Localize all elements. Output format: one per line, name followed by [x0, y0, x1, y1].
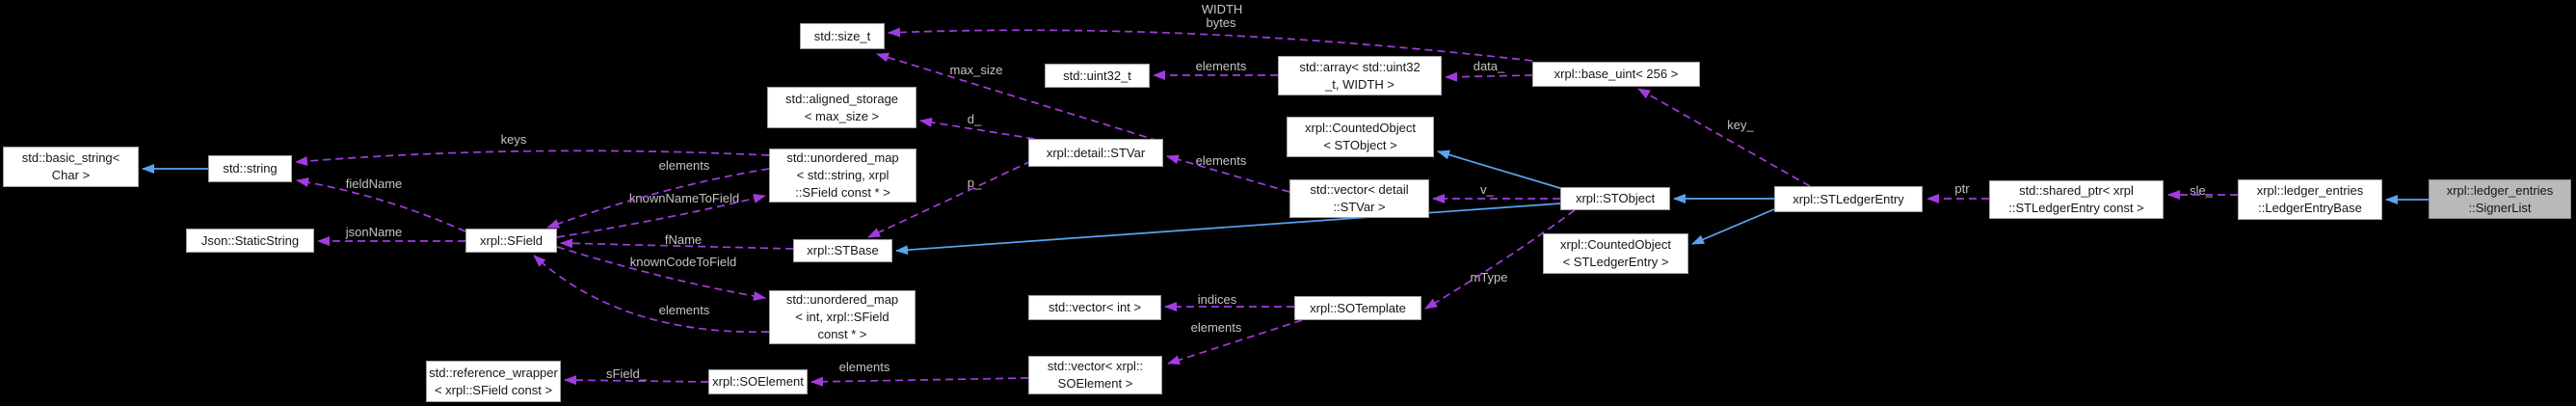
node-xrpl-soelement[interactable]: xrpl::SOElement — [708, 369, 808, 394]
edge-xrpl-sfield-to-std-string — [296, 177, 466, 232]
node-label-line: < STLedgerEntry > — [1562, 255, 1669, 269]
node-counted-stledgerentry[interactable]: xrpl::CountedObject< STLedgerEntry > — [1543, 233, 1688, 274]
edge-xrpl-stledgerentry-to-xrpl-base-uint — [1637, 88, 1811, 187]
node-umap-string-sfield[interactable]: std::unordered_map< std::string, xrpl::S… — [769, 149, 916, 203]
node-label-line: std::unordered_map — [786, 150, 899, 165]
node-label-line: const * > — [817, 327, 867, 341]
node-std-vector-soelement[interactable]: std::vector< xrpl::SOElement > — [1028, 356, 1162, 394]
node-label-line: ::STLedgerEntry const > — [2008, 201, 2144, 215]
node-std-vector-stvar[interactable]: std::vector< detail::STVar > — [1289, 179, 1429, 218]
node-label-line: std::shared_ptr< xrpl — [2019, 183, 2134, 198]
node-xrpl-base-uint[interactable]: xrpl::base_uint< 256 > — [1532, 62, 1700, 87]
node-label-line: Char > — [51, 168, 91, 182]
node-label-line: std::array< std::uint32 — [1299, 59, 1421, 74]
edge-xrpl-sfield-to-umap-string-sfield — [556, 193, 766, 238]
node-label-line: std::unordered_map — [785, 292, 899, 307]
node-label-line: Json::StaticString — [200, 232, 300, 248]
edge-xrpl-stbase-to-xrpl-sfield — [560, 238, 794, 250]
edge-xrpl-sotemplate-to-std-vector-soelement — [1167, 319, 1303, 365]
node-label-line: xrpl::STObject — [1575, 191, 1656, 205]
node-std-aligned-storage[interactable]: std::aligned_storage< max_size > — [767, 87, 916, 128]
edge-xrpl-stobject-to-xrpl-sotemplate — [1424, 209, 1576, 310]
node-label-line: std::basic_string< — [21, 150, 120, 165]
node-label-line: < int, xrpl::SField — [795, 310, 890, 324]
node-label-line: std::vector< xrpl:: — [1047, 359, 1144, 373]
node-label-line: < STObject > — [1323, 138, 1397, 152]
edge-umap-int-sfield-to-xrpl-sfield — [533, 255, 770, 334]
node-label-line: std::vector< int > — [1048, 300, 1142, 314]
node-label-line: xrpl::STBase — [807, 243, 879, 257]
node-std-vector-int[interactable]: std::vector< int > — [1028, 295, 1161, 320]
node-label-line: ::SignerList — [2468, 200, 2532, 215]
node-std-array-uint32[interactable]: std::array< std::uint32_t, WIDTH > — [1278, 56, 1442, 95]
node-label-line: std::size_t — [813, 28, 871, 43]
node-label-line: std::aligned_storage — [784, 91, 899, 106]
node-label-line: xrpl::CountedObject — [1305, 121, 1416, 135]
node-label-line: xrpl::SOElement — [712, 374, 804, 389]
node-label-line: xrpl::CountedObject — [1560, 237, 1671, 252]
edge-xrpl-soelement-to-ref-wrapper-sfield — [564, 375, 709, 386]
node-xrpl-sfield[interactable]: xrpl::SField — [465, 229, 557, 253]
edge-xrpl-stobject-to-xrpl-stbase — [895, 203, 1561, 256]
node-label-line: _t, WIDTH > — [1325, 76, 1394, 92]
node-ref-wrapper-sfield[interactable]: std::reference_wrapper< xrpl::SField con… — [426, 361, 561, 402]
node-xrpl-stobject[interactable]: xrpl::STObject — [1560, 187, 1670, 210]
edge-std-vector-soelement-to-xrpl-soelement — [810, 376, 1029, 387]
node-label-line: xrpl::ledger_entries — [2256, 183, 2364, 198]
node-label-line: ::STVar > — [1333, 200, 1386, 214]
edge-xrpl-detail-stvar-to-xrpl-stbase — [867, 160, 1032, 238]
edge-umap-string-sfield-to-xrpl-sfield — [546, 168, 770, 229]
node-label-line: < max_size > — [804, 108, 880, 123]
node-label-line: xrpl::base_uint< 256 > — [1554, 67, 1679, 81]
node-xrpl-stledgerentry[interactable]: xrpl::STLedgerEntry — [1774, 186, 1923, 212]
edge-xrpl-stobject-to-counted-stobject — [1437, 149, 1564, 190]
node-label-line: < std::string, xrpl — [796, 168, 890, 182]
node-xrpl-sotemplate[interactable]: xrpl::SOTemplate — [1294, 296, 1421, 320]
node-label-line: std::reference_wrapper — [429, 365, 558, 380]
node-label-line: < xrpl::SField const > — [434, 382, 553, 397]
node-label-line: xrpl::STLedgerEntry — [1793, 191, 1904, 206]
node-json-staticstring[interactable]: Json::StaticString — [186, 229, 314, 253]
node-std-shared-ptr[interactable]: std::shared_ptr< xrpl::STLedgerEntry con… — [1989, 180, 2164, 219]
node-xrpl-stbase[interactable]: xrpl::STBase — [793, 239, 892, 262]
node-label-line: std::vector< detail — [1310, 182, 1409, 197]
edge-xrpl-detail-stvar-to-std-aligned-storage — [919, 117, 1048, 142]
edge-xrpl-sfield-to-umap-int-sfield — [556, 246, 766, 301]
node-label-line: std::string — [223, 161, 278, 176]
edge-xrpl-stledgerentry-to-counted-stledgerentry — [1691, 208, 1775, 245]
node-counted-stobject[interactable]: xrpl::CountedObject< STObject > — [1287, 117, 1434, 157]
node-label-line: ::SField const * > — [795, 185, 890, 200]
node-std-uint32-t[interactable]: std::uint32_t — [1045, 64, 1150, 88]
node-label-line: ::LedgerEntryBase — [2258, 201, 2362, 215]
edge-xrpl-detail-stvar-to-std-size-t — [876, 52, 1159, 142]
node-label-line: std::uint32_t — [1063, 68, 1131, 83]
edge-xrpl-base-uint-to-std-array-uint32 — [1445, 71, 1533, 82]
node-std-size-t[interactable]: std::size_t — [800, 23, 885, 49]
edge-umap-string-sfield-to-std-string — [295, 149, 770, 167]
node-label-line: xrpl::ledger_entries — [2446, 182, 2554, 198]
node-std-string[interactable]: std::string — [208, 155, 292, 182]
node-signer-list: xrpl::ledger_entries::SignerList — [2429, 179, 2571, 219]
node-label-line: xrpl::SField — [479, 232, 544, 248]
edge-std-vector-stvar-to-xrpl-detail-stvar — [1166, 154, 1290, 193]
node-basic-string[interactable]: std::basic_string<Char > — [3, 147, 139, 187]
node-label-line: SOElement > — [1057, 376, 1133, 391]
node-label-line: xrpl::SOTemplate — [1310, 300, 1406, 315]
node-label-line: xrpl::detail::STVar — [1046, 145, 1146, 160]
node-ledger-entry-base[interactable]: xrpl::ledger_entries::LedgerEntryBase — [2238, 179, 2382, 220]
node-xrpl-detail-stvar[interactable]: xrpl::detail::STVar — [1028, 139, 1163, 167]
